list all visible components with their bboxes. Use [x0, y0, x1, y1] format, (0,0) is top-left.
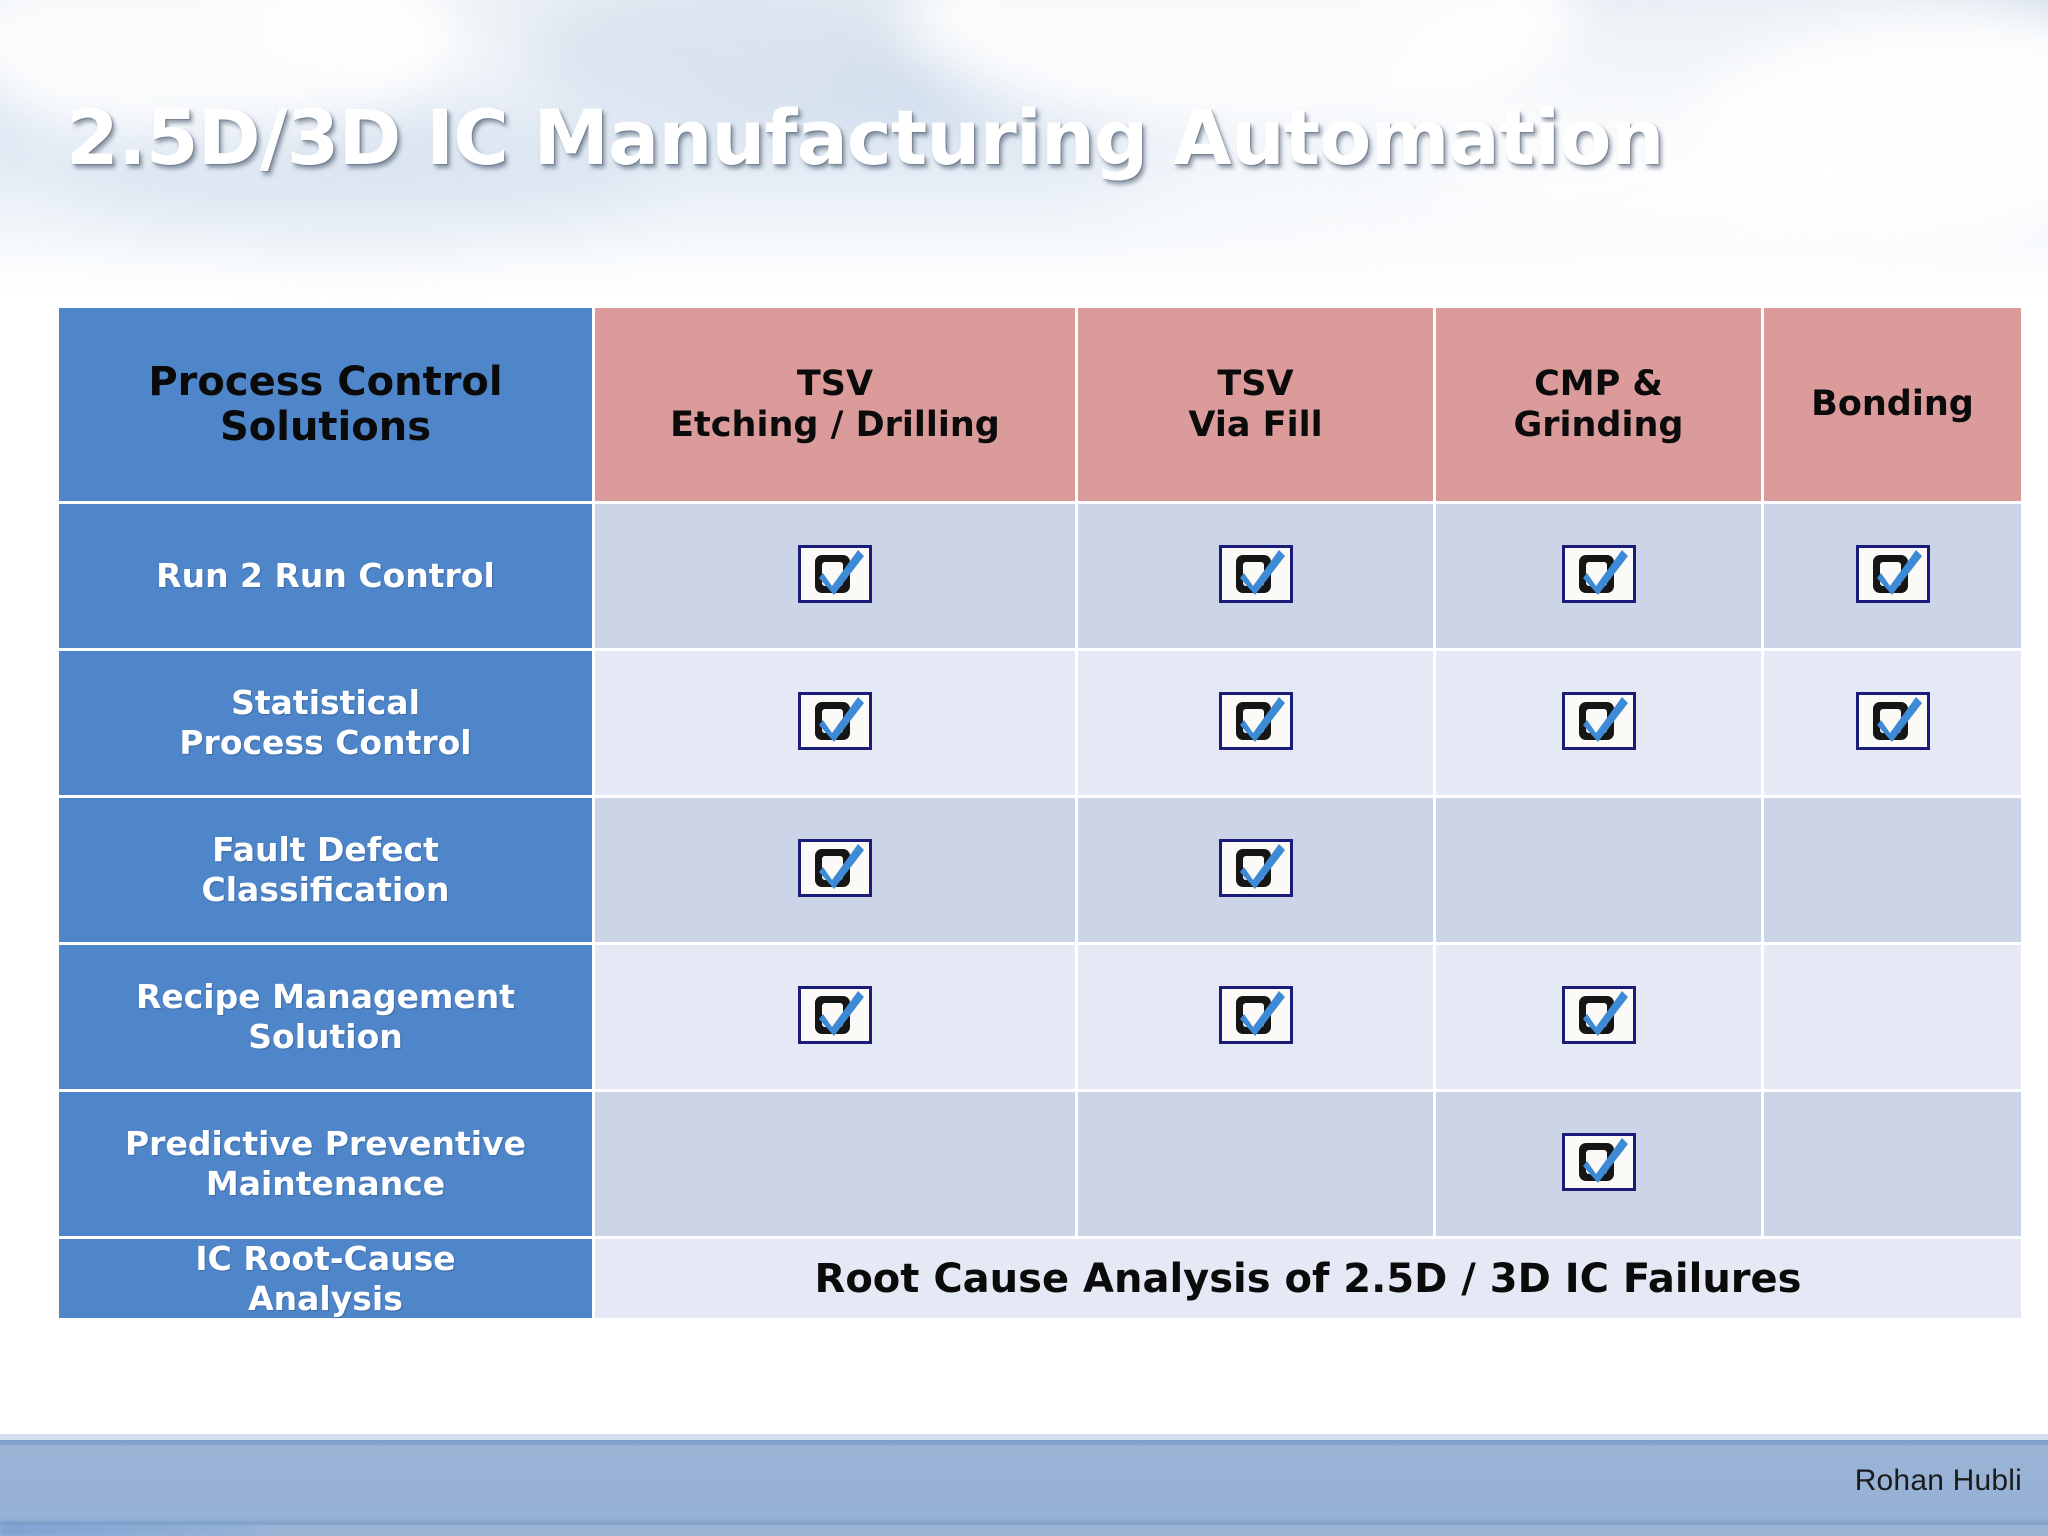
cell-checked[interactable] — [595, 945, 1075, 1089]
row-label-line1: Statistical — [231, 683, 420, 723]
row-label-line1: Recipe Management — [135, 977, 516, 1017]
row-label-line2: Classification — [201, 870, 450, 909]
cell-checked[interactable] — [1078, 651, 1433, 795]
cell-empty — [595, 1092, 1075, 1236]
merged-summary-cell: Root Cause Analysis of 2.5D / 3D IC Fail… — [595, 1239, 2021, 1319]
checkmark-icon[interactable] — [1218, 985, 1293, 1044]
column-header-line2: Via Fill — [1188, 404, 1323, 445]
cell-checked[interactable] — [595, 651, 1075, 795]
cell-empty — [1764, 798, 2021, 942]
corner-header-line2: Solutions — [219, 403, 432, 450]
column-header-line1: CMP & — [1534, 363, 1663, 404]
row-label-line2: Process Control — [179, 723, 472, 762]
table-row: Run 2 Run Control — [59, 504, 2021, 648]
cell-checked[interactable] — [1078, 798, 1433, 942]
merged-summary-text: Root Cause Analysis of 2.5D / 3D IC Fail… — [814, 1255, 1802, 1302]
header-row: Process Control Solutions TSV Etching / … — [59, 308, 2021, 501]
matrix-header: Process Control Solutions TSV Etching / … — [59, 308, 2021, 501]
cell-checked[interactable] — [1764, 504, 2021, 648]
cell-checked[interactable] — [595, 798, 1075, 942]
checkmark-icon[interactable] — [1218, 691, 1293, 750]
column-header-line1: TSV — [796, 363, 874, 404]
row-header-cell: Run 2 Run Control — [59, 504, 592, 648]
row-label-line2: Maintenance — [205, 1164, 446, 1203]
row-label-line2: Analysis — [248, 1278, 403, 1318]
column-header-bonding: Bonding — [1764, 308, 2021, 501]
column-header-line1: Bonding — [1811, 384, 1974, 425]
checkmark-icon[interactable] — [798, 985, 872, 1044]
cell-empty — [1078, 1092, 1433, 1236]
column-header-line1: TSV — [1217, 363, 1294, 404]
cell-checked[interactable] — [1078, 945, 1433, 1089]
checkmark-icon[interactable] — [1561, 1132, 1636, 1191]
footer-author: Rohan Hubli — [1854, 1464, 2022, 1497]
cloud-shape — [1700, 20, 2048, 230]
corner-header-cell: Process Control Solutions — [59, 308, 592, 501]
cell-empty — [1436, 798, 1761, 942]
cell-checked[interactable] — [1436, 945, 1761, 1089]
column-header-line2: Etching / Drilling — [670, 404, 1000, 445]
checkmark-icon[interactable] — [1561, 691, 1636, 750]
cell-checked[interactable] — [595, 504, 1075, 648]
checkmark-icon[interactable] — [1561, 544, 1636, 603]
row-label-line1: Predictive Preventive — [124, 1124, 526, 1164]
process-control-matrix: Process Control Solutions TSV Etching / … — [56, 305, 2024, 1321]
cell-checked[interactable] — [1436, 1092, 1761, 1236]
cell-empty — [1764, 945, 2021, 1089]
checkmark-icon[interactable] — [1855, 544, 1930, 603]
checkmark-icon[interactable] — [1218, 544, 1293, 603]
bottom-edge-artifact — [0, 1524, 260, 1536]
checkmark-icon[interactable] — [1561, 985, 1636, 1044]
cell-empty — [1764, 1092, 2021, 1236]
checkmark-icon[interactable] — [1218, 838, 1293, 897]
footer-bar: Rohan Hubli — [0, 1440, 2048, 1536]
cell-checked[interactable] — [1436, 504, 1761, 648]
row-label-line2: Solution — [248, 1017, 403, 1056]
column-header-tsv-via-fill: TSV Via Fill — [1078, 308, 1433, 501]
cell-checked[interactable] — [1436, 651, 1761, 795]
checkmark-icon[interactable] — [798, 544, 872, 603]
page-title: 2.5D/3D IC Manufacturing Automation — [66, 92, 1665, 182]
corner-header-line1: Process Control — [148, 358, 503, 405]
column-header-cmp-grinding: CMP & Grinding — [1436, 308, 1761, 501]
row-label-line1: Fault Defect — [212, 830, 439, 870]
cell-checked[interactable] — [1078, 504, 1433, 648]
cell-checked[interactable] — [1764, 651, 2021, 795]
checkmark-icon[interactable] — [798, 838, 872, 897]
column-header-tsv-etching: TSV Etching / Drilling — [595, 308, 1075, 501]
footer-divider — [0, 1434, 2048, 1440]
checkmark-icon[interactable] — [798, 691, 872, 750]
checkmark-icon[interactable] — [1855, 691, 1930, 750]
row-label-line1: Run 2 Run Control — [156, 556, 495, 596]
column-header-line2: Grinding — [1513, 404, 1684, 445]
row-label-line1: IC Root-Cause — [195, 1239, 456, 1278]
